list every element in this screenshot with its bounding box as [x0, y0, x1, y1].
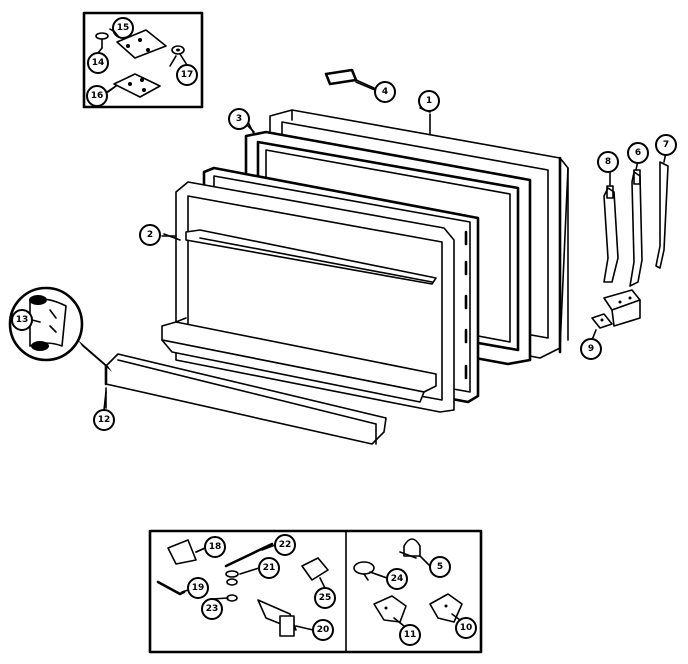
handle-bracket-part: [591, 289, 641, 341]
callout-13: 13: [11, 309, 33, 331]
svg-text:10: 10: [460, 623, 473, 633]
callout-20: 20: [312, 619, 334, 641]
callout-3: 3: [228, 108, 250, 130]
bottom-hardware-inset: [148, 529, 483, 654]
svg-text:1: 1: [426, 96, 432, 106]
door-handle-right: [629, 169, 643, 287]
door-handle-far-right: [655, 161, 669, 269]
callout-leaders: [31, 29, 461, 631]
svg-text:8: 8: [605, 157, 611, 167]
washer-part: [171, 45, 185, 55]
callout-24: 24: [386, 568, 408, 590]
callout-8: 8: [597, 151, 619, 173]
svg-text:23: 23: [206, 604, 219, 614]
callout-22: 22: [274, 534, 296, 556]
lower-hinge-plate-part: [113, 73, 161, 98]
svg-text:21: 21: [263, 563, 276, 573]
hinge-bolt-part: [95, 32, 109, 49]
svg-text:9: 9: [588, 344, 594, 354]
callout-25: 25: [314, 587, 336, 609]
callout-18: 18: [204, 536, 226, 558]
svg-text:2: 2: [147, 230, 153, 240]
callout-7: 7: [655, 134, 677, 156]
svg-text:19: 19: [192, 583, 205, 593]
svg-text:13: 13: [16, 315, 29, 325]
callout-4: 4: [374, 81, 396, 103]
svg-text:15: 15: [117, 23, 130, 33]
svg-text:11: 11: [404, 630, 417, 640]
callout-9: 9: [580, 338, 602, 360]
inner-door-liner: [161, 166, 480, 413]
svg-text:14: 14: [92, 58, 105, 68]
callout-10: 10: [455, 617, 477, 639]
callout-23: 23: [201, 598, 223, 620]
hinge-hardware-inset: [82, 11, 204, 109]
callout-21: 21: [258, 557, 280, 579]
callout-5: 5: [429, 556, 451, 578]
callout-12: 12: [93, 409, 115, 431]
callout-2: 2: [139, 224, 161, 246]
svg-text:24: 24: [391, 574, 404, 584]
svg-text:6: 6: [635, 148, 641, 158]
svg-text:18: 18: [209, 542, 222, 552]
svg-text:7: 7: [663, 140, 669, 150]
svg-text:22: 22: [279, 540, 292, 550]
svg-text:5: 5: [437, 562, 443, 572]
callout-19: 19: [187, 577, 209, 599]
svg-text:20: 20: [317, 625, 330, 635]
svg-text:16: 16: [91, 91, 104, 101]
svg-text:17: 17: [181, 70, 194, 80]
svg-text:25: 25: [319, 593, 332, 603]
callout-17: 17: [176, 64, 198, 86]
callout-16: 16: [86, 85, 108, 107]
nameplate-part: [324, 68, 375, 89]
callout-6: 6: [627, 142, 649, 164]
door-handle-left: [603, 185, 619, 283]
svg-text:12: 12: [98, 415, 111, 425]
svg-text:4: 4: [382, 87, 388, 97]
rail-end-cap-detail: [8, 286, 112, 372]
callout-1: 1: [418, 90, 440, 112]
svg-text:3: 3: [236, 114, 242, 124]
callout-15: 15: [112, 17, 134, 39]
callout-11: 11: [399, 624, 421, 646]
callout-14: 14: [87, 52, 109, 74]
